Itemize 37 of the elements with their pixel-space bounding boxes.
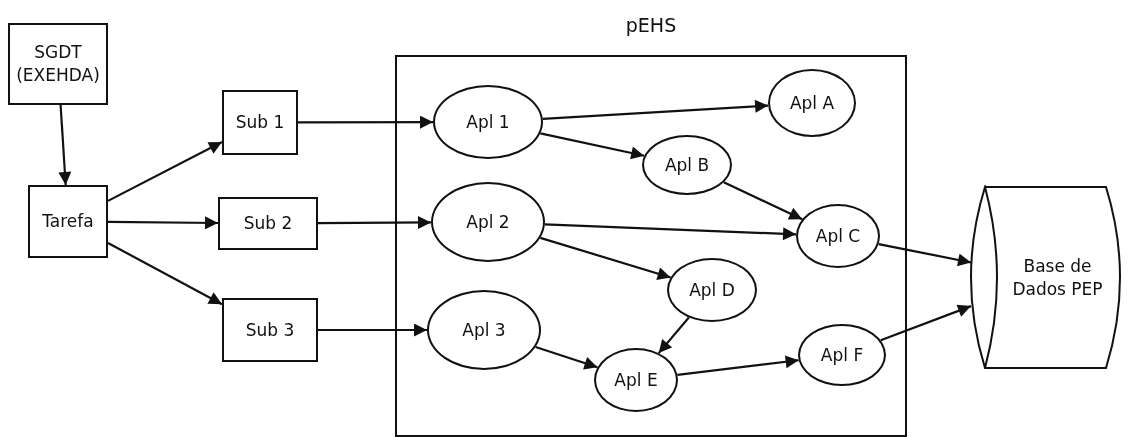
arrow [542,99,769,120]
process-box [222,298,318,362]
arrow [107,242,223,306]
process-ellipse [798,324,886,386]
arrow [108,216,218,230]
arrow [58,104,72,186]
node-label: Apl 2 [466,210,510,234]
node-label: Apl 1 [466,110,510,134]
process-box [218,197,318,250]
node-label: Apl C [815,224,861,248]
arrow [298,115,433,129]
node-label: Apl E [614,368,658,392]
node-label: Base de Dados PEP [1011,254,1104,301]
arrow [535,345,598,370]
arrow [880,304,972,342]
node-label: Apl D [689,278,735,302]
process-box [222,90,298,155]
node-label: Sub 3 [245,318,295,342]
node-label: Tarefa [42,210,94,233]
node-label: Apl 3 [462,318,506,342]
node-label: Apl A [789,91,835,115]
arrow [318,216,431,229]
arrow [544,223,797,241]
arrow [540,236,671,280]
arrow [107,141,223,202]
group-title: pEHS [624,13,678,38]
process-box [8,23,108,105]
arrow [677,355,799,377]
node-label: Sub 2 [243,212,293,235]
arrow [878,243,972,267]
node-label: Sub 1 [235,111,285,134]
process-box [28,185,108,258]
arrow [540,132,645,160]
arrow [318,323,427,337]
node-label: Apl B [664,153,710,177]
node-label: SGDT (EXEHDA) [15,41,101,87]
node-label: Apl F [820,343,864,367]
